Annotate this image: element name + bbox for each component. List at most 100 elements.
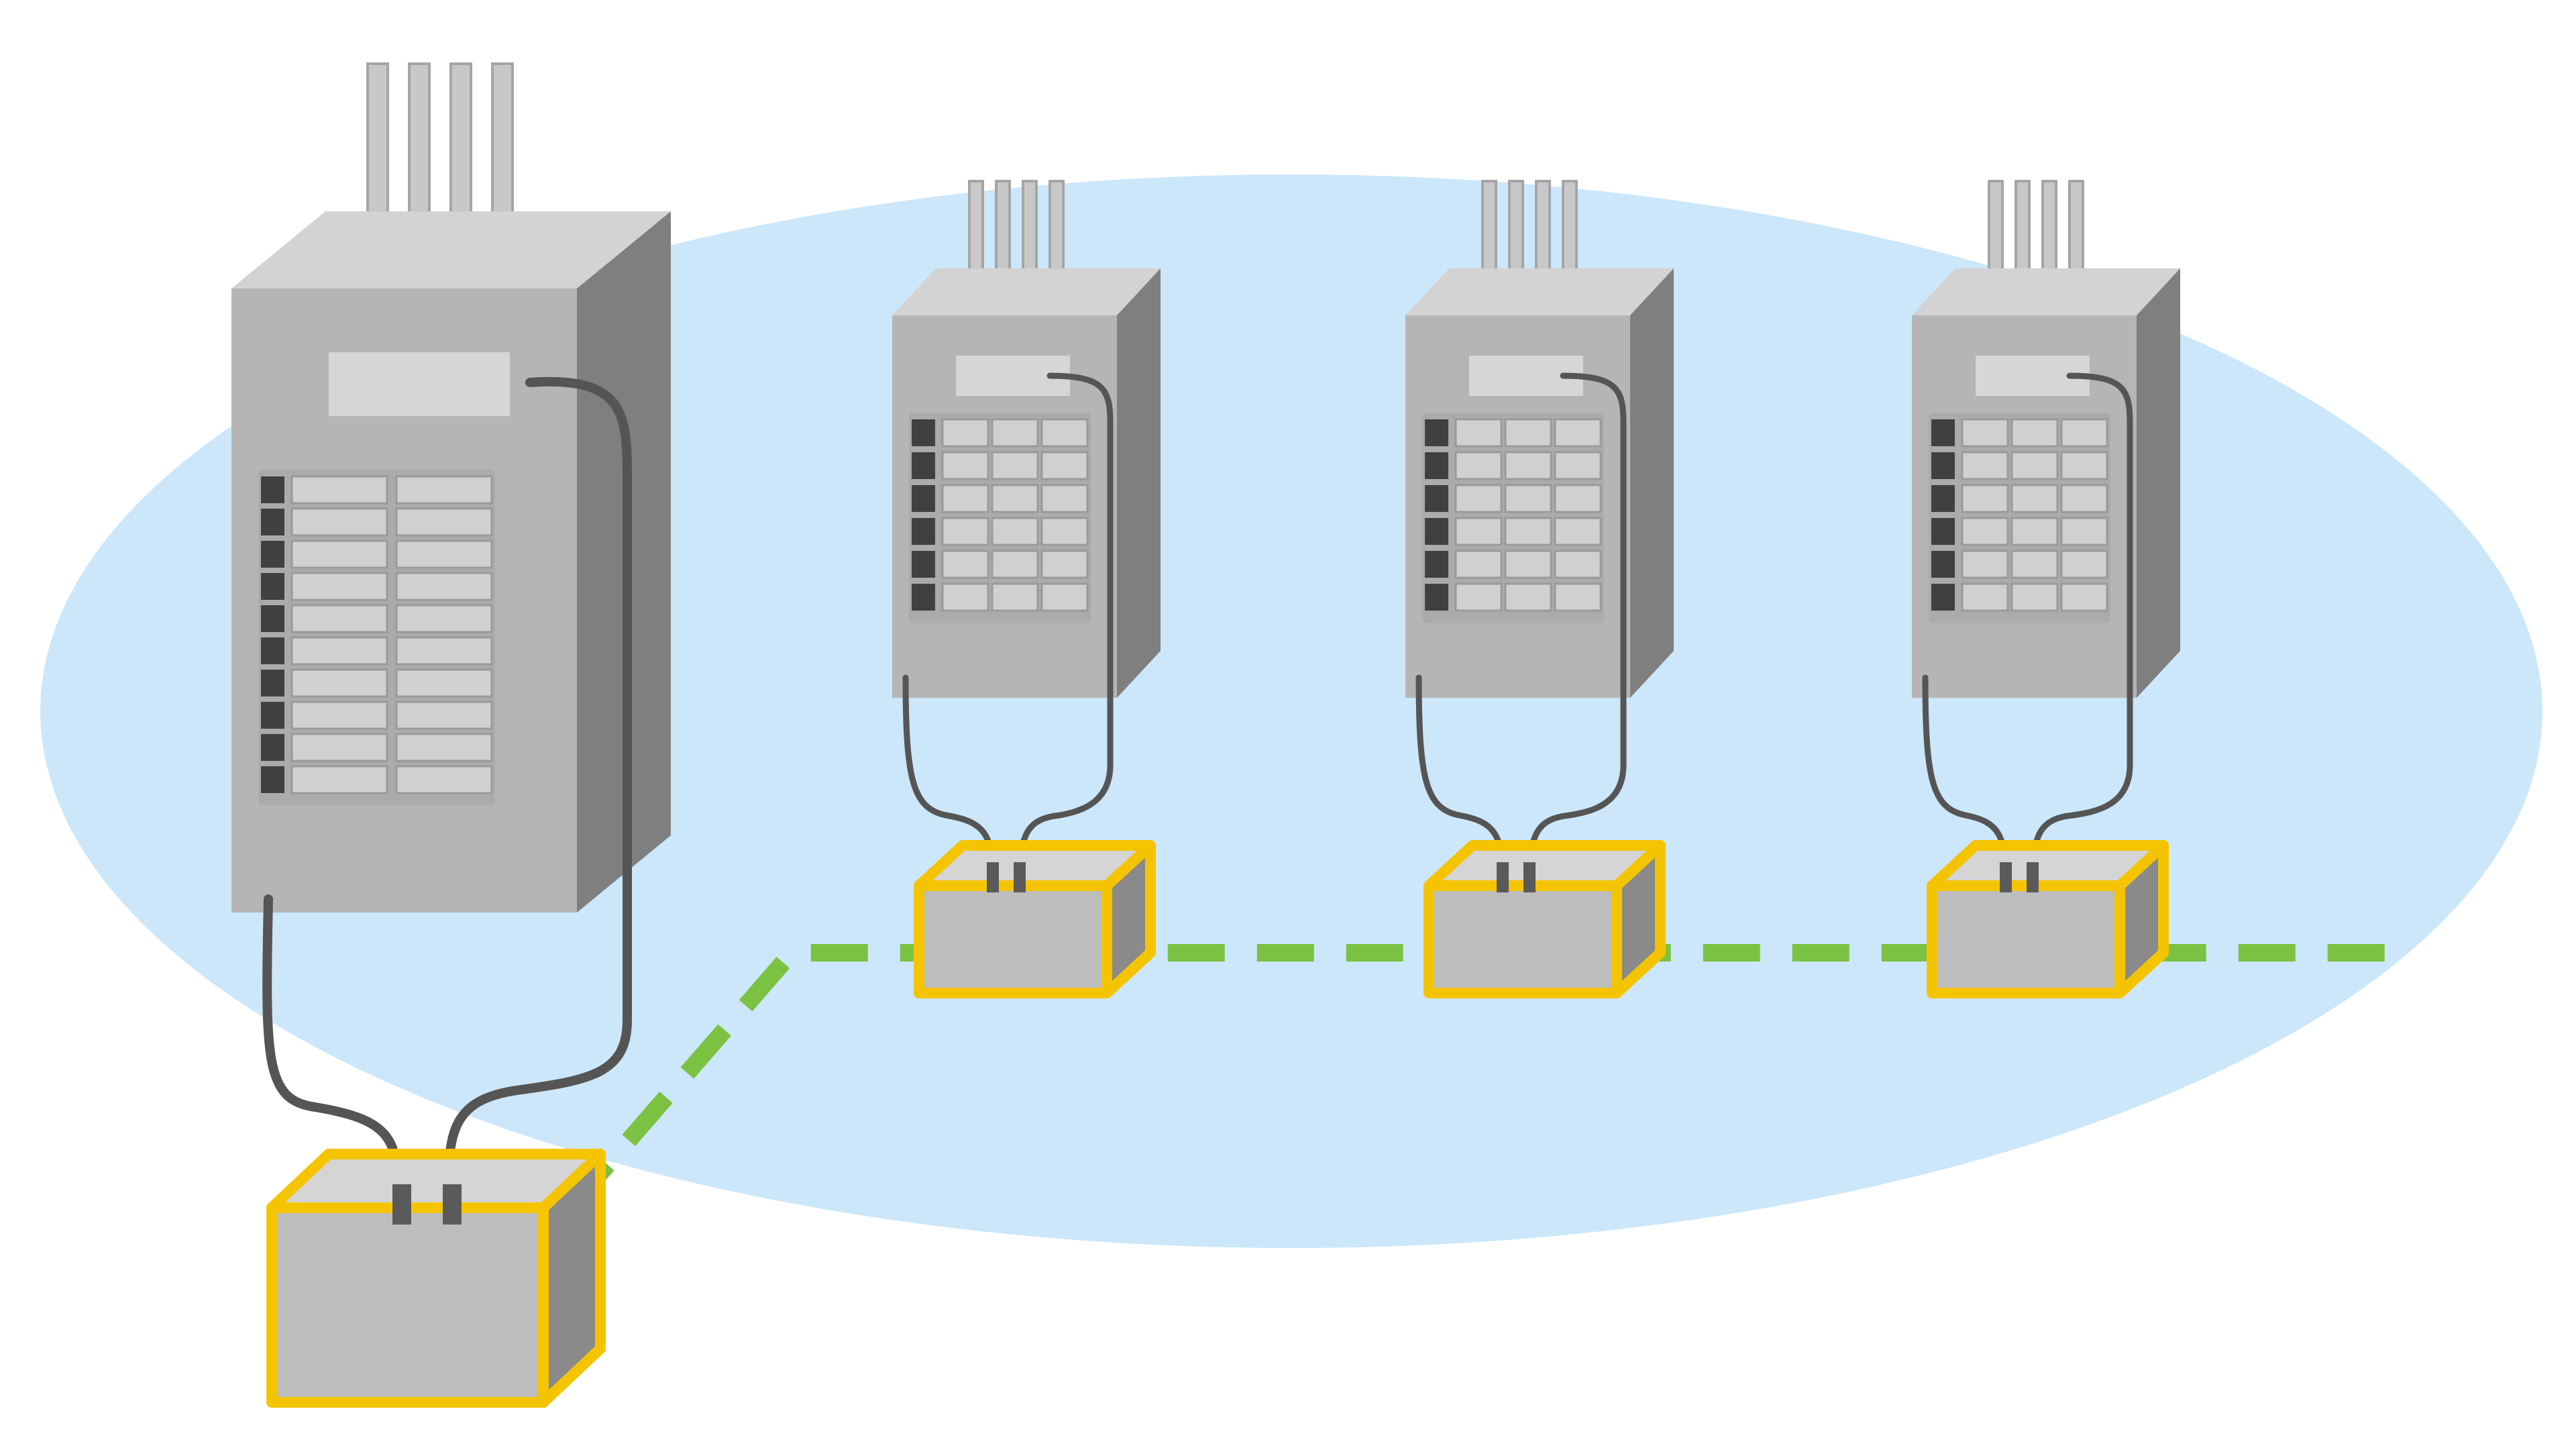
cable-connector <box>443 1184 462 1225</box>
panel-side <box>2137 268 2180 698</box>
breaker <box>2010 550 2059 579</box>
breaker-switch <box>261 734 284 761</box>
breaker <box>2060 582 2108 612</box>
breaker <box>395 507 493 537</box>
cable-connector <box>1523 862 1536 892</box>
breaker <box>395 733 493 762</box>
breaker-switch <box>261 702 284 729</box>
breaker-switch <box>1931 518 1955 545</box>
panel-side <box>1630 268 1674 698</box>
breaker <box>941 484 989 513</box>
breaker <box>2010 582 2059 612</box>
breaker <box>2060 517 2108 546</box>
breaker-switch <box>912 551 935 578</box>
breaker <box>1504 582 1552 612</box>
breaker <box>941 582 989 612</box>
breaker-switch <box>261 541 284 568</box>
module-front <box>914 880 1112 998</box>
cable <box>1016 372 1114 886</box>
sub-electrical-panel <box>1912 180 2180 698</box>
breaker <box>2010 418 2059 448</box>
breaker <box>395 701 493 730</box>
sub-electrical-panel <box>892 180 1161 698</box>
breaker <box>1961 484 2009 513</box>
breaker <box>991 582 1039 612</box>
breaker <box>395 475 493 505</box>
panel-side <box>1117 268 1161 698</box>
breaker-switch <box>261 605 284 632</box>
label-plate <box>329 352 510 416</box>
breaker <box>1040 517 1089 546</box>
breaker <box>991 517 1039 546</box>
breaker <box>1454 517 1503 546</box>
breaker-switch <box>261 766 284 793</box>
breaker <box>290 733 388 762</box>
breaker <box>1961 550 2009 579</box>
breaker <box>1040 550 1089 579</box>
breaker <box>395 668 493 698</box>
breaker-switch <box>261 670 284 696</box>
breaker <box>290 701 388 730</box>
breaker-switch <box>1931 485 1955 512</box>
breaker <box>1454 550 1503 579</box>
breaker-switch <box>1425 419 1448 446</box>
cable-connector <box>2000 862 2012 892</box>
cable <box>2029 372 2133 886</box>
breaker <box>1040 582 1089 612</box>
breaker-switch <box>1931 419 1955 446</box>
breaker <box>290 475 388 505</box>
breaker-switch <box>261 476 284 503</box>
monitoring-module <box>1927 840 2169 998</box>
breaker <box>941 451 989 480</box>
breaker <box>1504 418 1552 448</box>
breaker-switch <box>261 637 284 664</box>
module-front <box>1424 880 1622 998</box>
monitoring-module <box>1424 840 1666 998</box>
breaker <box>991 484 1039 513</box>
breaker <box>290 668 388 698</box>
breaker-switch <box>1425 518 1448 545</box>
panel-top <box>1912 268 2180 315</box>
breaker-switch <box>1425 551 1448 578</box>
breaker <box>1554 484 1602 513</box>
main-panel-group <box>231 62 671 1408</box>
panel-top <box>1405 268 1674 315</box>
sub-panel-group <box>892 180 1161 998</box>
breaker <box>1554 550 1602 579</box>
breaker-switch <box>1425 452 1448 479</box>
breaker <box>290 572 388 601</box>
breaker <box>395 636 493 666</box>
breaker-switch <box>261 573 284 600</box>
breaker-switch <box>1931 551 1955 578</box>
module-front <box>266 1202 549 1408</box>
breaker <box>941 517 989 546</box>
breaker-switch <box>1931 452 1955 479</box>
monitoring-module <box>914 840 1156 998</box>
breaker <box>1040 418 1089 448</box>
cable-connector <box>392 1184 411 1225</box>
breaker <box>991 550 1039 579</box>
breaker <box>2060 418 2108 448</box>
cable <box>443 376 632 1219</box>
breaker <box>1554 582 1602 612</box>
module-front <box>1927 880 2125 998</box>
breaker <box>1554 418 1602 448</box>
breaker <box>2010 484 2059 513</box>
cable-connector <box>987 862 999 892</box>
breaker-switch <box>912 485 935 512</box>
panel-top <box>231 211 671 289</box>
breaker-switch <box>912 518 935 545</box>
monitoring-module <box>266 1149 606 1408</box>
breaker <box>290 507 388 537</box>
breaker <box>2060 451 2108 480</box>
breaker <box>941 418 989 448</box>
breaker <box>395 604 493 633</box>
breaker <box>1040 484 1089 513</box>
cable-connector <box>2027 862 2039 892</box>
breaker <box>395 572 493 601</box>
breaker-switch <box>1931 584 1955 611</box>
breaker <box>2060 484 2108 513</box>
network-link <box>564 944 2408 1214</box>
breaker <box>1454 582 1503 612</box>
